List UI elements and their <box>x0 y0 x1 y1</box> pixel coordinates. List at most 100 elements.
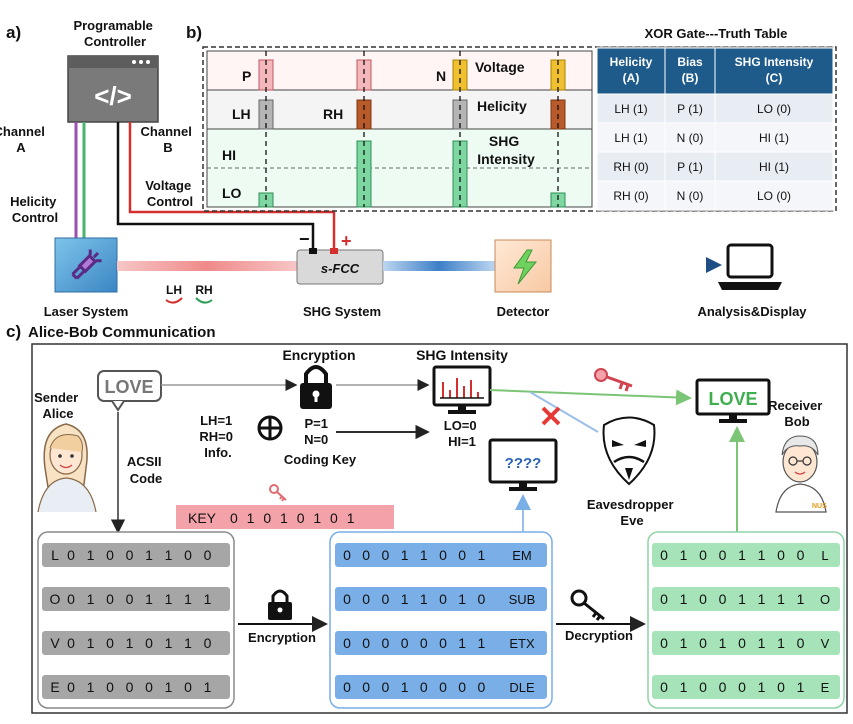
nus-badge: NUS <box>812 503 827 510</box>
analysis-display-label: Analysis&Display <box>697 304 807 319</box>
ciphertext-bit: 1 <box>420 547 428 563</box>
info-line-1: LH=1 <box>200 413 232 428</box>
ciphertext-bit: 1 <box>478 547 486 563</box>
plaintext-bit: 0 <box>67 635 75 651</box>
ciphertext-bit: 0 <box>382 635 390 651</box>
decrypted-bit: 1 <box>738 547 746 563</box>
plaintext-bit: 1 <box>184 591 192 607</box>
truth-cell-text: N (0) <box>677 131 704 145</box>
plaintext-bit: 1 <box>204 679 212 695</box>
lh-tag: LH <box>166 283 182 297</box>
encryption-title: Encryption <box>282 347 355 363</box>
voltage-control-line-1: Voltage <box>145 178 191 193</box>
plaintext-box <box>37 531 235 709</box>
plaintext-bit: 0 <box>145 679 153 695</box>
truth-cell <box>596 93 666 124</box>
voltage-control-label: Voltage Control <box>145 178 195 209</box>
plaintext-bit: 0 <box>184 679 192 695</box>
ciphertext-bit: 0 <box>343 679 351 695</box>
key-bits: 0 1 0 1 0 1 0 1 <box>230 510 355 526</box>
decrypted-bit: 1 <box>758 679 766 695</box>
ciphertext-bit: 0 <box>439 635 447 651</box>
plaintext-bit: 0 <box>204 547 212 563</box>
channel-a-label: Channel A <box>0 124 48 155</box>
decrypted-bit: 1 <box>777 591 785 607</box>
decrypted-row <box>652 587 840 611</box>
decrypted-box <box>647 531 845 709</box>
plaintext-bit: 1 <box>184 635 192 651</box>
ascii-code-label: ACSII Code <box>127 454 165 486</box>
rh-tag: RH <box>195 283 212 297</box>
helicity-control-label: Helicity Control <box>10 194 60 225</box>
decrypted-bit: 1 <box>758 547 766 563</box>
laptop-icon <box>718 243 782 290</box>
blocked-x-icon <box>541 406 561 426</box>
shg-intensity-title: SHG Intensity <box>416 347 508 363</box>
shg-system-label: SHG System <box>303 304 381 319</box>
decrypted-bit: 0 <box>777 547 785 563</box>
truth-cell-text: LO (0) <box>757 102 791 116</box>
eve-monitor-icon <box>488 438 558 491</box>
plaintext-bit: 1 <box>87 679 95 695</box>
ciphertext-bit: 1 <box>401 547 409 563</box>
bob-monitor-icon <box>695 378 771 423</box>
truth-cell-text: LH (1) <box>614 131 647 145</box>
decrypted-row <box>652 543 840 567</box>
truth-cell <box>664 122 716 153</box>
panel-b-frame <box>202 46 837 212</box>
row-label-p: P <box>242 68 251 84</box>
plaintext-bit: 0 <box>145 635 153 651</box>
ciphertext-bit: 0 <box>439 591 447 607</box>
cable-red <box>128 122 336 250</box>
row-label-shg-line-1: SHG <box>489 133 519 149</box>
plaintext-bit: 0 <box>67 547 75 563</box>
decrypted-bit: 0 <box>797 547 805 563</box>
info-line-2: RH=0 <box>199 429 233 444</box>
laser-system-icon <box>54 237 118 293</box>
shg-beam <box>383 261 495 271</box>
decrypted-bit: 1 <box>777 635 785 651</box>
plaintext-bit: 1 <box>145 547 153 563</box>
row-label-n: N <box>436 68 446 84</box>
eve-label: Eavesdropper Eve <box>587 497 677 528</box>
black-contact <box>309 248 317 254</box>
ciphertext-bit: 0 <box>362 679 370 695</box>
decrypted-code: V <box>821 636 830 651</box>
plaintext-bit: 0 <box>106 591 114 607</box>
plaintext-bit: 0 <box>67 679 75 695</box>
plaintext-row <box>42 675 230 699</box>
truth-cell-text: HI (1) <box>759 131 789 145</box>
receiver-line-1: Receiver <box>768 398 822 413</box>
ciphertext-bit: 1 <box>401 679 409 695</box>
lohi-line-2: HI=1 <box>448 434 476 449</box>
voltage-control-line-2: Control <box>147 194 193 209</box>
encryption-lock-small-icon <box>268 589 292 620</box>
plaintext-bit: 0 <box>106 635 114 651</box>
truth-header-text: SHG Intensity(C) <box>735 55 814 85</box>
row-label-shg-line-2: Intensity <box>477 151 535 167</box>
plaintext-char: L <box>51 547 59 563</box>
plaintext-bit: 1 <box>87 635 95 651</box>
panel-b-label: b) <box>186 23 202 42</box>
decrypted-bit: 0 <box>719 547 727 563</box>
plaintext-bit: 0 <box>184 547 192 563</box>
helicity-control-line-1: Helicity <box>10 194 57 209</box>
controller-title-line-1: Programable <box>73 18 152 33</box>
truth-cell <box>596 151 666 182</box>
truth-header-text: Bias(B) <box>677 55 703 85</box>
coding-key-label: P=1 N=0 Coding Key <box>284 416 357 467</box>
plaintext-row <box>42 631 230 655</box>
info-line-3: Info. <box>204 445 231 460</box>
row-label-shg: SHG Intensity <box>477 133 535 167</box>
ciphertext-bit: 0 <box>362 547 370 563</box>
decrypted-code: L <box>821 548 828 563</box>
panel-c-title: Alice-Bob Communication <box>28 324 216 341</box>
sender-line-2: Alice <box>42 406 73 421</box>
decrypted-bit: 0 <box>660 547 668 563</box>
ciphertext-bit: 0 <box>458 679 466 695</box>
key-red-icon <box>594 368 633 392</box>
eve-line-2: Eve <box>620 513 643 528</box>
